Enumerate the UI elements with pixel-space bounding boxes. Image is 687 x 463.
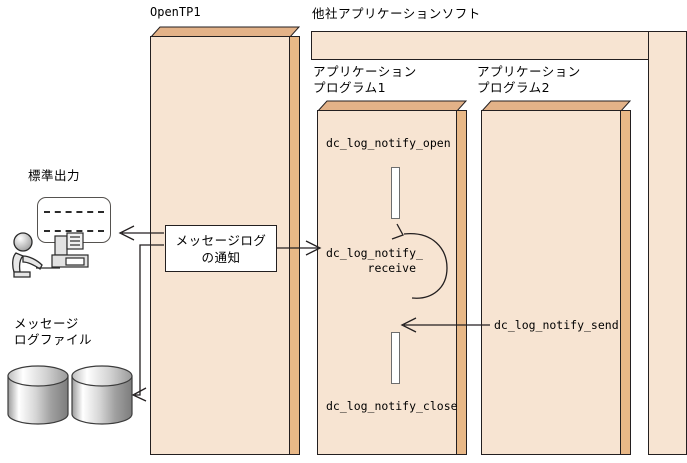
- standard-output-screen: [37, 197, 111, 243]
- app-program-1-label: アプリケーション プログラム1: [313, 64, 417, 95]
- app-program-2-face: [481, 110, 621, 455]
- api-receive-label: dc_log_notify_ receive: [326, 246, 423, 275]
- app-program-1-side: [457, 110, 467, 455]
- standard-output-dash-line-1: [44, 211, 104, 213]
- message-log-notify-box: メッセージログ の通知: [165, 225, 277, 272]
- cylinder-2-label: dclog2: [81, 390, 123, 404]
- api-close-label: dc_log_notify_close: [326, 399, 458, 413]
- cylinder-1-label: dclog1: [17, 390, 59, 404]
- opentp1-box-side: [290, 36, 300, 455]
- standard-output-dash-line-2: [44, 230, 104, 232]
- app-program-2-label: アプリケーション プログラム2: [477, 64, 581, 95]
- message-log-notify-line-1: メッセージログ: [175, 232, 267, 248]
- thirdparty-title: 他社アプリケーションソフト: [312, 6, 481, 21]
- api-open-label: dc_log_notify_open: [326, 136, 451, 150]
- opentp1-title: OpenTP1: [150, 5, 201, 19]
- message-log-file-label: メッセージ ログファイル: [14, 316, 93, 347]
- thirdparty-container-right-bar: [648, 31, 687, 455]
- api-send-label: dc_log_notify_send: [494, 318, 619, 332]
- activation-bar-open: [391, 167, 400, 219]
- person-at-terminal-icon: [12, 232, 43, 278]
- activation-bar-close: [391, 332, 400, 384]
- app-program-2-side: [621, 110, 631, 455]
- app-program-2-box: [481, 100, 631, 455]
- thirdparty-container-top-bar: [311, 31, 687, 60]
- standard-output-label: 標準出力: [28, 168, 81, 183]
- message-log-notify-line-2: の通知: [201, 249, 241, 265]
